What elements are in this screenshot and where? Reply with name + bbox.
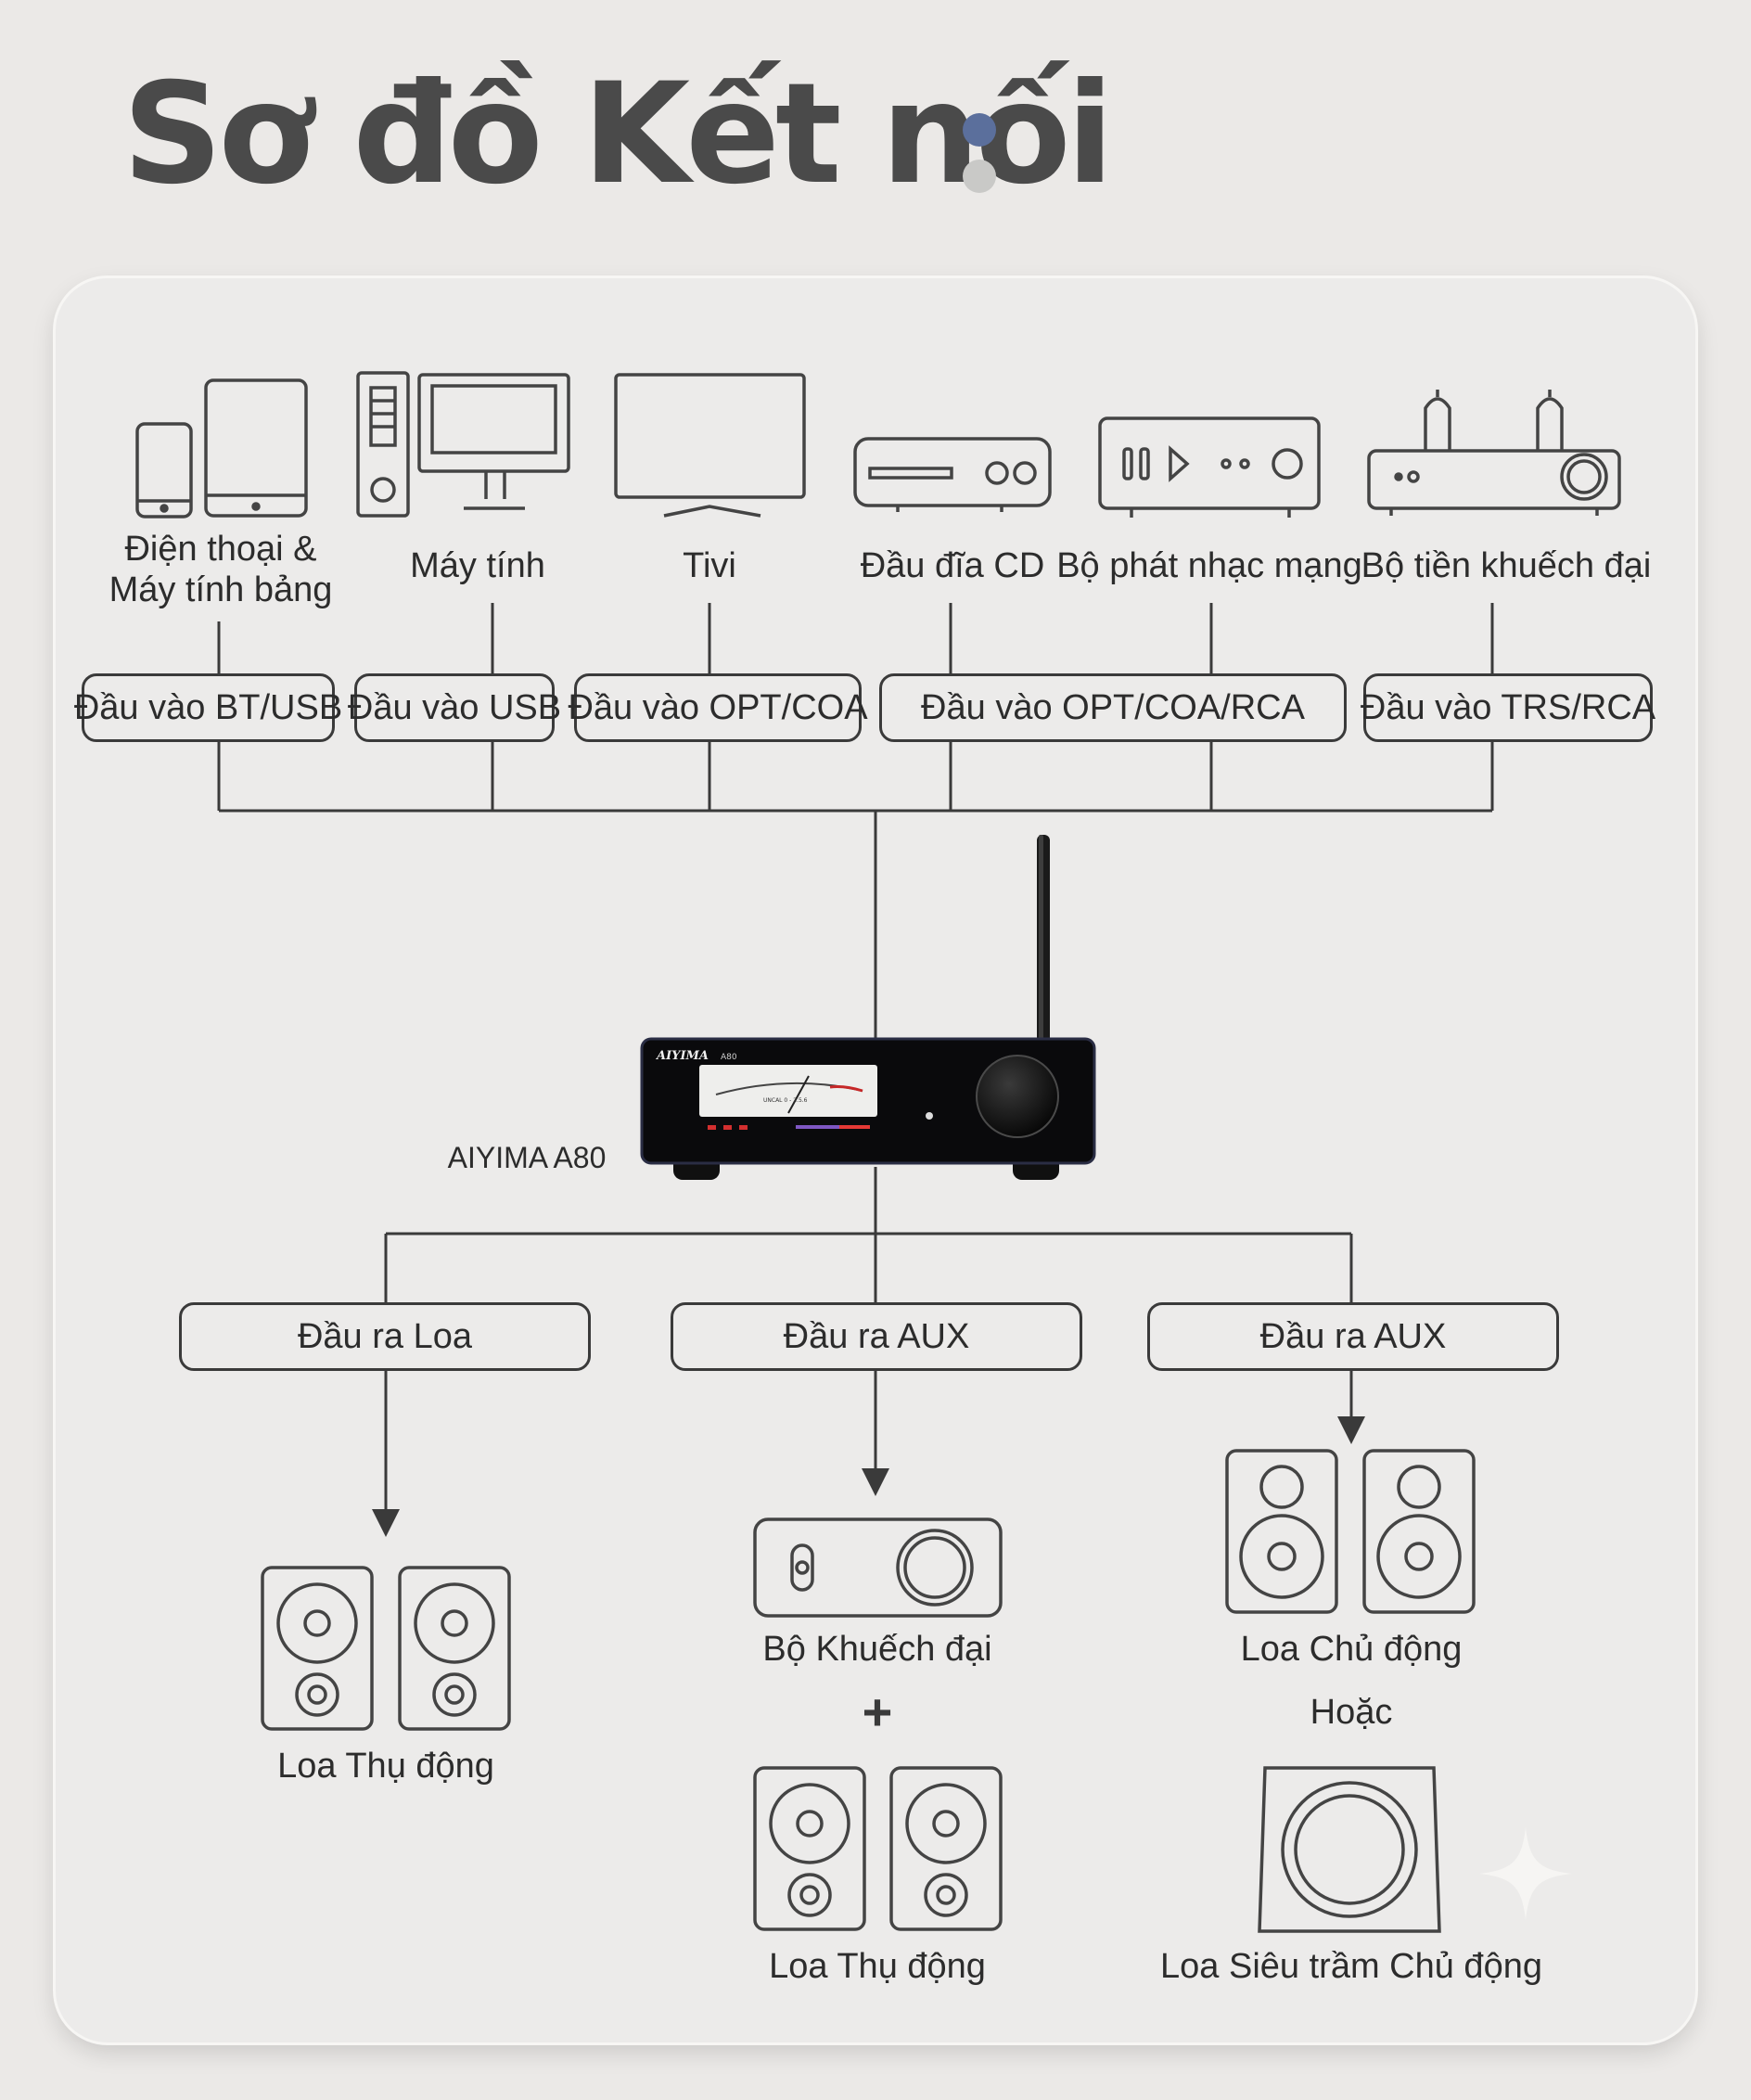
input-usb: Đầu vào USB <box>348 673 561 742</box>
vu-meter-text: UNCAL 0 - 2.5.6 <box>763 1097 808 1104</box>
subwoofer-label: Loa Siêu trầm Chủ động <box>1160 1947 1542 1986</box>
device-label: AIYIMA A80 <box>447 1141 607 1174</box>
muted-dot <box>963 160 996 193</box>
tv-icon <box>614 373 806 518</box>
amplifier-icon <box>753 1517 1003 1618</box>
amplifier-label: Bộ Khuếch đại <box>762 1630 992 1669</box>
cd-player-icon <box>853 437 1052 512</box>
page-title: Sơ đồ Kết nối <box>122 54 1114 215</box>
input-opt-coa: Đầu vào OPT/COA <box>568 673 868 742</box>
desktop-computer-icon <box>356 371 570 518</box>
plus-sign: + <box>862 1683 893 1741</box>
source-label-cd: Đầu đĩa CD <box>860 546 1045 585</box>
source-label-tv: Tivi <box>683 546 736 585</box>
subwoofer-icon <box>1258 1766 1441 1933</box>
active-speakers-icon <box>1225 1449 1476 1614</box>
source-label-network-player: Bộ phát nhạc mạng <box>1056 546 1362 585</box>
connector-lines <box>217 603 1494 1537</box>
device-brand-text: AIYIMA <box>655 1049 709 1063</box>
output-aux-2: Đầu ra AUX <box>1147 1302 1559 1371</box>
passive-speakers-icon <box>261 1566 511 1731</box>
device-model-text: A80 <box>721 1053 737 1062</box>
sparkle-icon <box>1479 1827 1572 1920</box>
accent-dot <box>963 113 996 147</box>
tube-preamp-icon <box>1367 390 1621 516</box>
passive-speakers-label: Loa Thụ động <box>277 1747 494 1786</box>
output-speaker: Đầu ra Loa <box>179 1302 591 1371</box>
passive-speakers-icon-2 <box>753 1766 1003 1931</box>
source-label-preamp: Bộ tiền khuếch đại <box>1361 546 1652 585</box>
active-speakers-label: Loa Chủ động <box>1240 1630 1463 1669</box>
output-aux-1: Đầu ra AUX <box>671 1302 1082 1371</box>
or-label: Hoặc <box>1310 1693 1393 1732</box>
passive-speakers-label-2: Loa Thụ động <box>769 1947 986 1986</box>
input-opt-coa-rca: Đầu vào OPT/COA/RCA <box>879 673 1347 742</box>
source-label-phone: Điện thoại & Máy tính bảng <box>109 530 333 609</box>
source-label-computer: Máy tính <box>410 546 545 585</box>
network-player-icon <box>1098 416 1321 518</box>
phone-tablet-icon <box>135 378 308 519</box>
input-trs-rca: Đầu vào TRS/RCA <box>1361 673 1655 742</box>
aiyima-a80-device: AIYIMA A80 UNCAL 0 - 2.5.6 <box>640 835 1096 1180</box>
input-bt-usb: Đầu vào BT/USB <box>74 673 342 742</box>
